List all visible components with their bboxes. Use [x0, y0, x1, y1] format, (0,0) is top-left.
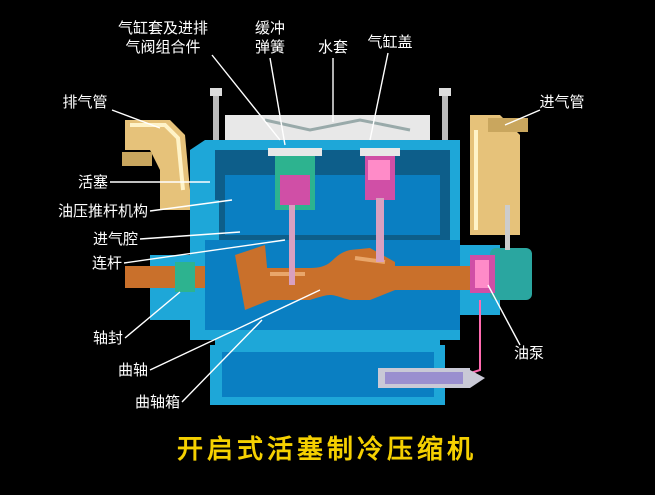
piston-right-drawing	[360, 148, 400, 262]
label-water-jacket: 水套	[318, 38, 348, 56]
label-intake-pipe: 进气管	[539, 93, 584, 111]
diagram-title: 开启式活塞制冷压缩机	[177, 434, 477, 465]
label-crankshaft: 曲轴	[118, 361, 148, 379]
label-buffer-spring-line1: 缓冲	[255, 19, 285, 37]
label-crankcase: 曲轴箱	[135, 393, 180, 411]
label-cylinder-valve-line1: 气缸套及进排	[118, 19, 208, 37]
label-shaft-seal: 轴封	[93, 329, 123, 347]
label-oil-push-rod: 油压推杆机构	[58, 202, 148, 220]
label-piston: 活塞	[78, 173, 108, 191]
oil-filter-drawing	[378, 368, 485, 388]
label-intake-chamber: 进气腔	[93, 230, 138, 248]
cylinder-head-drawing	[210, 88, 451, 147]
crankcase-drawing	[210, 345, 445, 405]
leader-lines	[110, 52, 541, 403]
label-oil-pump: 油泵	[514, 344, 544, 362]
casing-drawing	[150, 140, 500, 355]
crankshaft-drawing	[125, 245, 470, 310]
label-cylinder-head: 气缸盖	[367, 33, 412, 51]
exhaust-pipe-drawing	[122, 120, 210, 210]
label-cylinder-valve-line2: 气阀组合件	[125, 38, 200, 56]
label-connecting-rod: 连杆	[92, 254, 122, 272]
label-buffer-spring-line2: 弹簧	[255, 38, 285, 56]
piston-left-drawing	[268, 148, 322, 285]
label-exhaust-pipe: 排气管	[62, 93, 107, 111]
